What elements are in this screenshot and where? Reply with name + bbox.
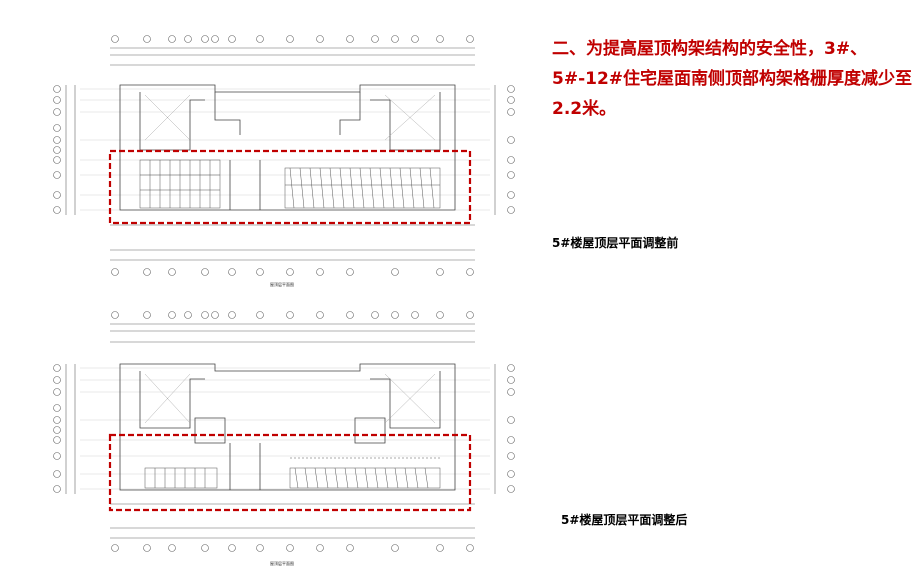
left-axis-bubbles (53, 85, 61, 214)
drawing-title-after: 屋顶层平面图 (270, 561, 294, 566)
highlight-box-before (108, 149, 472, 225)
caption-after: 5#楼屋顶层平面调整后 (561, 513, 688, 527)
south-grille-after (144, 457, 441, 489)
floor-plan-after-drawing (53, 311, 515, 552)
highlight-box-after (108, 433, 472, 512)
building-outline (119, 363, 456, 491)
floor-plan-before: 屋顶层平面图 (0, 20, 520, 295)
top-axis-bubbles (111, 311, 474, 319)
top-axis-bubbles (111, 35, 474, 43)
drawing-title-before: 屋顶层平面图 (270, 282, 294, 287)
bottom-axis-bubbles (111, 544, 474, 552)
south-grille-before (139, 159, 441, 209)
floor-plan-before-drawing (53, 35, 515, 276)
right-axis-bubbles (507, 364, 515, 493)
right-axis-bubbles (507, 85, 515, 214)
floor-plan-after: 屋顶层平面图 (0, 298, 520, 578)
left-axis-bubbles (53, 364, 61, 493)
headline-text: 二、为提高屋顶构架结构的安全性，3#、5#-12#住宅屋面南侧顶部构架格栅厚度减… (552, 39, 913, 119)
bottom-axis-bubbles (111, 268, 474, 276)
caption-before: 5#楼屋顶层平面调整前 (552, 236, 679, 250)
